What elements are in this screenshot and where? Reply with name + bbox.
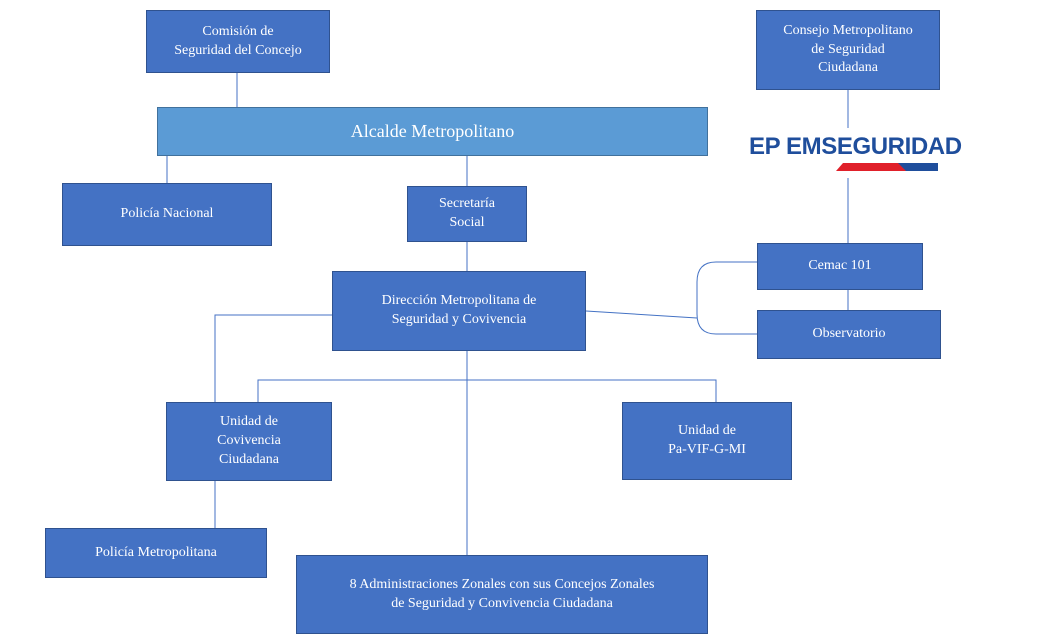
unidad-covivencia-label: Unidad de Covivencia Ciudadana [217,414,281,467]
comision-seguridad-box: Comisión de Seguridad del Concejo [146,10,330,73]
emseguridad-logo-text: EP EMSEGURIDAD [749,133,962,160]
policia-nacional-label: Policía Nacional [120,206,214,222]
unidad-pa-box: Unidad de Pa-VIF-G-MI [622,402,792,480]
administraciones-zonales-label: 8 Administraciones Zonales con sus Conce… [349,576,655,611]
observatorio-label: Observatorio [812,326,886,342]
consejo-metropolitano-box: Consejo Metropolitano de Seguridad Ciuda… [756,10,940,90]
policia-nacional-box: Policía Nacional [62,183,272,246]
policia-metropolitana-box: Policía Metropolitana [45,528,267,578]
emseguridad-logo-bar-icon [836,163,938,171]
direccion-metropolitana-box: Dirección Metropolitana de Seguridad y C… [332,271,586,351]
comision-seguridad-label: Comisión de Seguridad del Concejo [174,23,302,58]
direccion-metropolitana-label: Dirección Metropolitana de Seguridad y C… [381,293,537,327]
unidad-covivencia-box: Unidad de Covivencia Ciudadana [166,402,332,481]
secretaria-social-box: Secretaría Social [407,186,527,242]
observatorio-box: Observatorio [757,310,941,359]
emseguridad-logo: EP EMSEGURIDAD [748,130,962,178]
administraciones-zonales-box: 8 Administraciones Zonales con sus Conce… [296,555,708,634]
alcalde-label: Alcalde Metropolitano [350,121,515,142]
secretaria-social-label: Secretaría Social [439,196,495,230]
policia-metropolitana-label: Policía Metropolitana [95,544,217,560]
cemac-label: Cemac 101 [808,258,872,274]
cemac-box: Cemac 101 [757,243,923,290]
alcalde-banner: Alcalde Metropolitano [157,107,708,156]
unidad-pa-label: Unidad de Pa-VIF-G-MI [668,423,746,457]
consejo-metropolitano-label: Consejo Metropolitano de Seguridad Ciuda… [783,22,913,76]
